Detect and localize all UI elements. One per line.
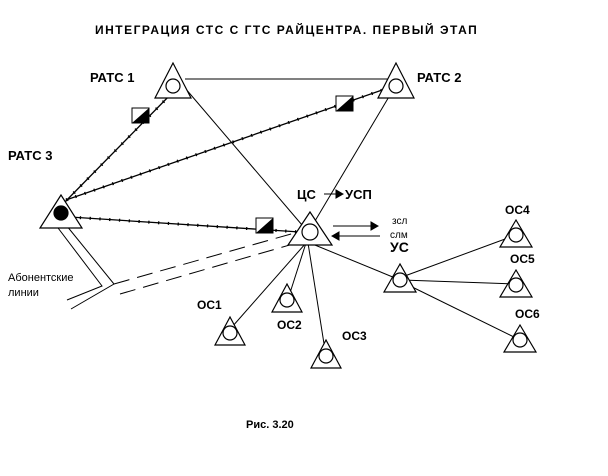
label-zsl: зсл: [392, 216, 407, 227]
figure-caption: Рис. 3.20: [246, 419, 294, 431]
label-os6: ОС6: [515, 307, 540, 321]
label-os2: ОС2: [277, 318, 302, 332]
link-cs-os1: [231, 242, 307, 328]
node-os5: [498, 268, 534, 298]
link-us-os5: [401, 279, 517, 285]
label-slm: слм: [390, 230, 408, 241]
solid-links: [184, 78, 521, 351]
node-pats2: [377, 61, 415, 99]
node-os4: [498, 218, 534, 248]
label-subscriber-lines-1: Абонентские: [8, 272, 74, 284]
node-pats1: [154, 61, 192, 99]
trunk-pats3-pats2: [65, 87, 389, 201]
nodes: [38, 61, 538, 369]
label-os1: ОС1: [197, 298, 222, 312]
label-pats3: РАТС 3: [8, 148, 52, 163]
label-os5: ОС5: [510, 252, 535, 266]
converter-box-3: [255, 217, 274, 234]
node-os3: [309, 338, 343, 369]
labels: РАТС 1 РАТС 2 РАТС 3 ЦС УСП зсл слм УС О…: [8, 70, 540, 431]
label-cs: ЦС: [297, 187, 316, 202]
converter-box-2: [335, 95, 354, 112]
converter-box-1: [131, 107, 150, 124]
label-os3: ОС3: [342, 329, 367, 343]
node-os6: [502, 323, 538, 353]
node-cs: [286, 210, 334, 246]
node-os2: [270, 282, 304, 313]
link-cs-os3: [307, 242, 326, 351]
diagram-title: ИНТЕГРАЦИЯ СТС С ГТС РАЙЦЕНТРА. ПЕРВЫЙ Э…: [95, 22, 478, 37]
arrows: [324, 189, 380, 241]
link-pats2-cs: [314, 94, 391, 222]
link-us-os6: [401, 281, 521, 341]
converter-boxes: [131, 95, 354, 234]
link-pats1-cs: [184, 87, 309, 233]
subscriber-lines: [51, 219, 301, 310]
label-subscriber-lines-2: линии: [8, 287, 39, 299]
node-us: [382, 262, 418, 293]
link-us-os4: [401, 234, 517, 278]
label-os4: ОС4: [505, 203, 530, 217]
node-os1: [213, 315, 247, 346]
link-cs-os2: [288, 242, 307, 297]
link-cs-us: [309, 242, 401, 281]
label-usp: УСП: [345, 187, 372, 202]
label-pats1: РАТС 1: [90, 70, 134, 85]
trunk-pats3-pats1: [59, 89, 176, 208]
label-us: УС: [390, 239, 409, 255]
label-pats2: РАТС 2: [417, 70, 461, 85]
node-pats3: [38, 193, 84, 229]
